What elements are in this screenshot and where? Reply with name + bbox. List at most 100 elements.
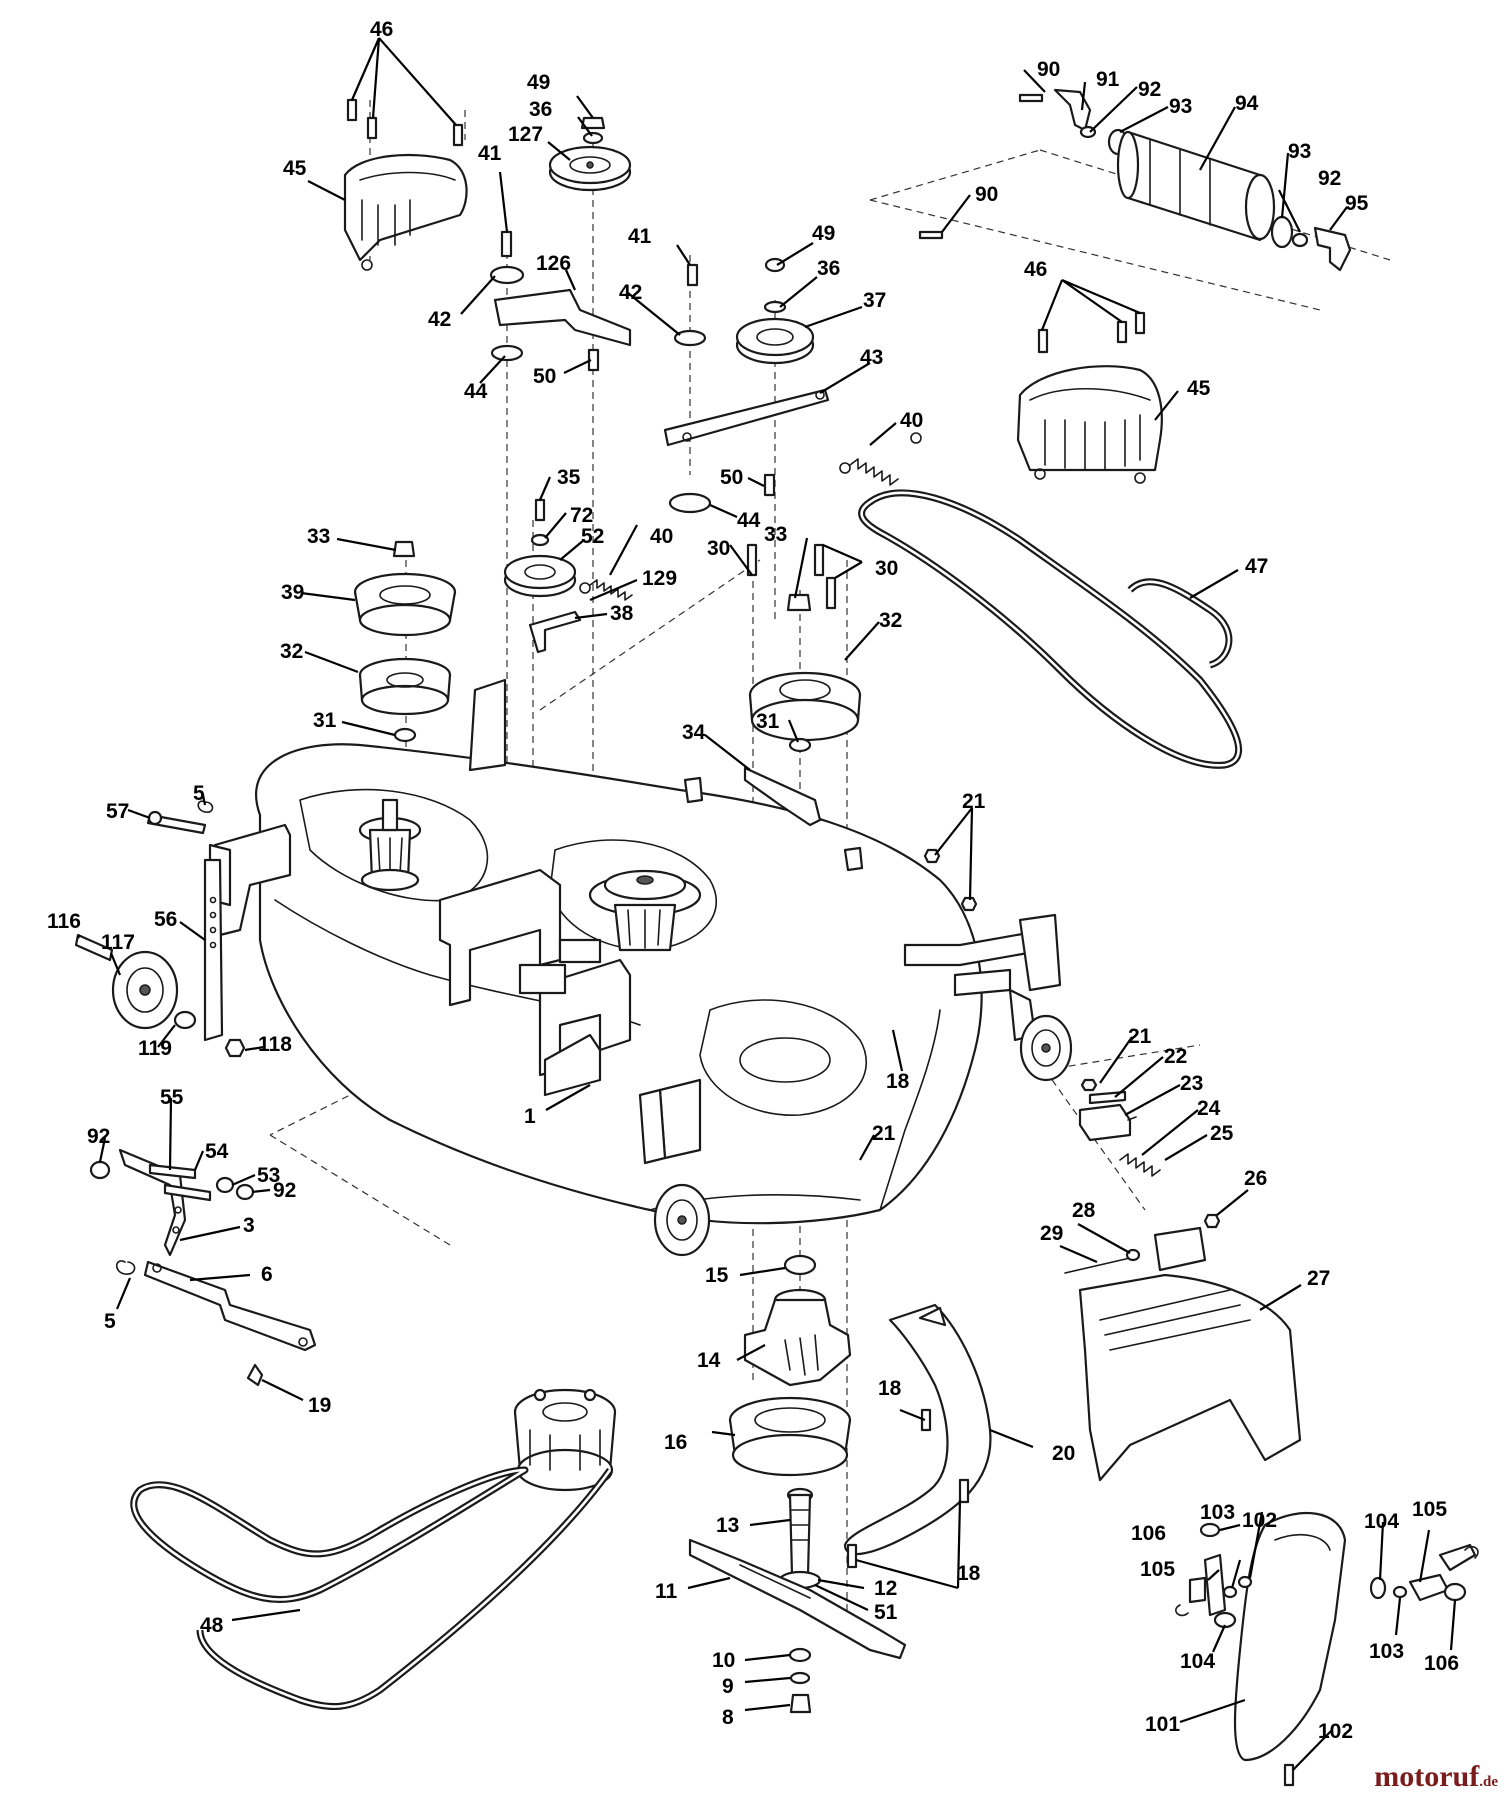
callout-13: 13	[716, 1514, 739, 1537]
callout-56: 56	[154, 908, 177, 931]
height-adjuster-3	[89, 1148, 255, 1257]
callout-90: 90	[975, 183, 998, 206]
idler-pulley-37	[673, 257, 815, 365]
callout-90: 90	[1037, 58, 1060, 81]
callout-21: 21	[962, 790, 986, 813]
callout-11: 11	[655, 1580, 678, 1603]
callout-53: 53	[257, 1164, 280, 1187]
center-bracket	[438, 868, 632, 1097]
lift-link-6	[115, 1260, 317, 1387]
callout-48: 48	[200, 1614, 224, 1637]
callout-30: 30	[875, 557, 898, 580]
baffle-20	[843, 1303, 992, 1569]
callout-45: 45	[283, 157, 307, 180]
callout-44: 44	[464, 380, 488, 403]
callout-49: 49	[527, 71, 550, 94]
callout-42: 42	[428, 308, 451, 331]
callout-21: 21	[872, 1122, 896, 1145]
blade-11	[688, 1538, 907, 1660]
callout-19: 19	[308, 1394, 331, 1417]
callout-9: 9	[722, 1675, 734, 1698]
callout-10: 10	[712, 1649, 735, 1672]
callout-93: 93	[1169, 95, 1192, 118]
callout-21: 21	[1128, 1025, 1152, 1048]
callout-95: 95	[1345, 192, 1369, 215]
pto-clutch	[513, 1388, 617, 1492]
callout-18: 18	[886, 1070, 910, 1093]
callout-35: 35	[557, 466, 581, 489]
callout-41: 41	[478, 142, 502, 165]
callout-106: 106	[1424, 1652, 1459, 1675]
callout-33: 33	[764, 523, 787, 546]
callout-46: 46	[1024, 258, 1047, 281]
idler-pulley-52	[503, 498, 633, 654]
gauge-wheel-assembly-left	[74, 858, 246, 1058]
callout-118: 118	[258, 1033, 292, 1056]
callout-44: 44	[737, 509, 761, 532]
callout-92: 92	[87, 1125, 110, 1148]
callout-92: 92	[273, 1179, 296, 1202]
mulch-plate-101	[1233, 1511, 1347, 1787]
callout-5: 5	[104, 1310, 116, 1333]
brace-34	[743, 766, 822, 827]
callout-104: 104	[1180, 1650, 1215, 1673]
callout-101: 101	[1145, 1713, 1180, 1736]
callout-22: 22	[1164, 1045, 1187, 1068]
callout-105: 105	[1140, 1558, 1175, 1581]
belt-cover-right	[1016, 311, 1163, 484]
callout-45: 45	[1187, 377, 1211, 400]
callout-92: 92	[1318, 167, 1341, 190]
discharge-chute-27	[1064, 1226, 1302, 1482]
belt-cover-left	[343, 153, 468, 271]
callout-39: 39	[281, 581, 304, 604]
mulch-hardware-left	[1175, 1522, 1253, 1629]
callout-40: 40	[650, 525, 673, 548]
callout-52: 52	[581, 525, 604, 548]
nuts-21	[923, 848, 978, 912]
callout-40: 40	[900, 409, 923, 432]
callout-126: 126	[536, 252, 571, 275]
callout-8: 8	[722, 1706, 734, 1729]
callout-26: 26	[1244, 1167, 1267, 1190]
belt-48	[130, 1466, 613, 1711]
callout-93: 93	[1288, 140, 1311, 163]
callout-32: 32	[879, 609, 902, 632]
blade-hardware	[788, 1647, 812, 1714]
callout-50: 50	[533, 365, 556, 388]
callout-37: 37	[863, 289, 886, 312]
callout-12: 12	[874, 1577, 897, 1600]
callout-105: 105	[1412, 1498, 1447, 1521]
callout-119: 119	[138, 1037, 172, 1060]
pulley-127	[548, 116, 632, 192]
callout-3: 3	[243, 1214, 255, 1237]
callout-103: 103	[1369, 1640, 1404, 1663]
callout-91: 91	[1096, 68, 1120, 91]
belt-47	[858, 489, 1243, 769]
callout-72: 72	[570, 504, 593, 527]
callout-labels: 46 49 36 127 45 41 126 42 44 50 41 49 42…	[47, 18, 1459, 1743]
pulley-stack-right	[746, 543, 862, 753]
callout-41: 41	[628, 225, 652, 248]
callout-92: 92	[1138, 78, 1161, 101]
brand-logo: motoruf.de	[1374, 1760, 1498, 1793]
callout-36: 36	[817, 257, 840, 280]
callout-18: 18	[878, 1377, 902, 1400]
callout-57: 57	[106, 800, 129, 823]
callout-18: 18	[957, 1562, 981, 1585]
callout-14: 14	[697, 1349, 721, 1372]
callout-27: 27	[1307, 1267, 1330, 1290]
pin-57	[146, 800, 214, 835]
callout-106: 106	[1131, 1522, 1166, 1545]
callout-127: 127	[508, 123, 543, 146]
callout-23: 23	[1180, 1072, 1203, 1095]
callout-43: 43	[860, 346, 883, 369]
deck-mandrel-center	[588, 869, 702, 952]
callout-28: 28	[1072, 1199, 1096, 1222]
callout-129: 129	[642, 567, 677, 590]
callout-50: 50	[720, 466, 743, 489]
callout-54: 54	[205, 1140, 229, 1163]
callout-103: 103	[1200, 1501, 1235, 1524]
discharge-bracket-22	[1078, 1078, 1221, 1229]
callout-25: 25	[1210, 1122, 1234, 1145]
